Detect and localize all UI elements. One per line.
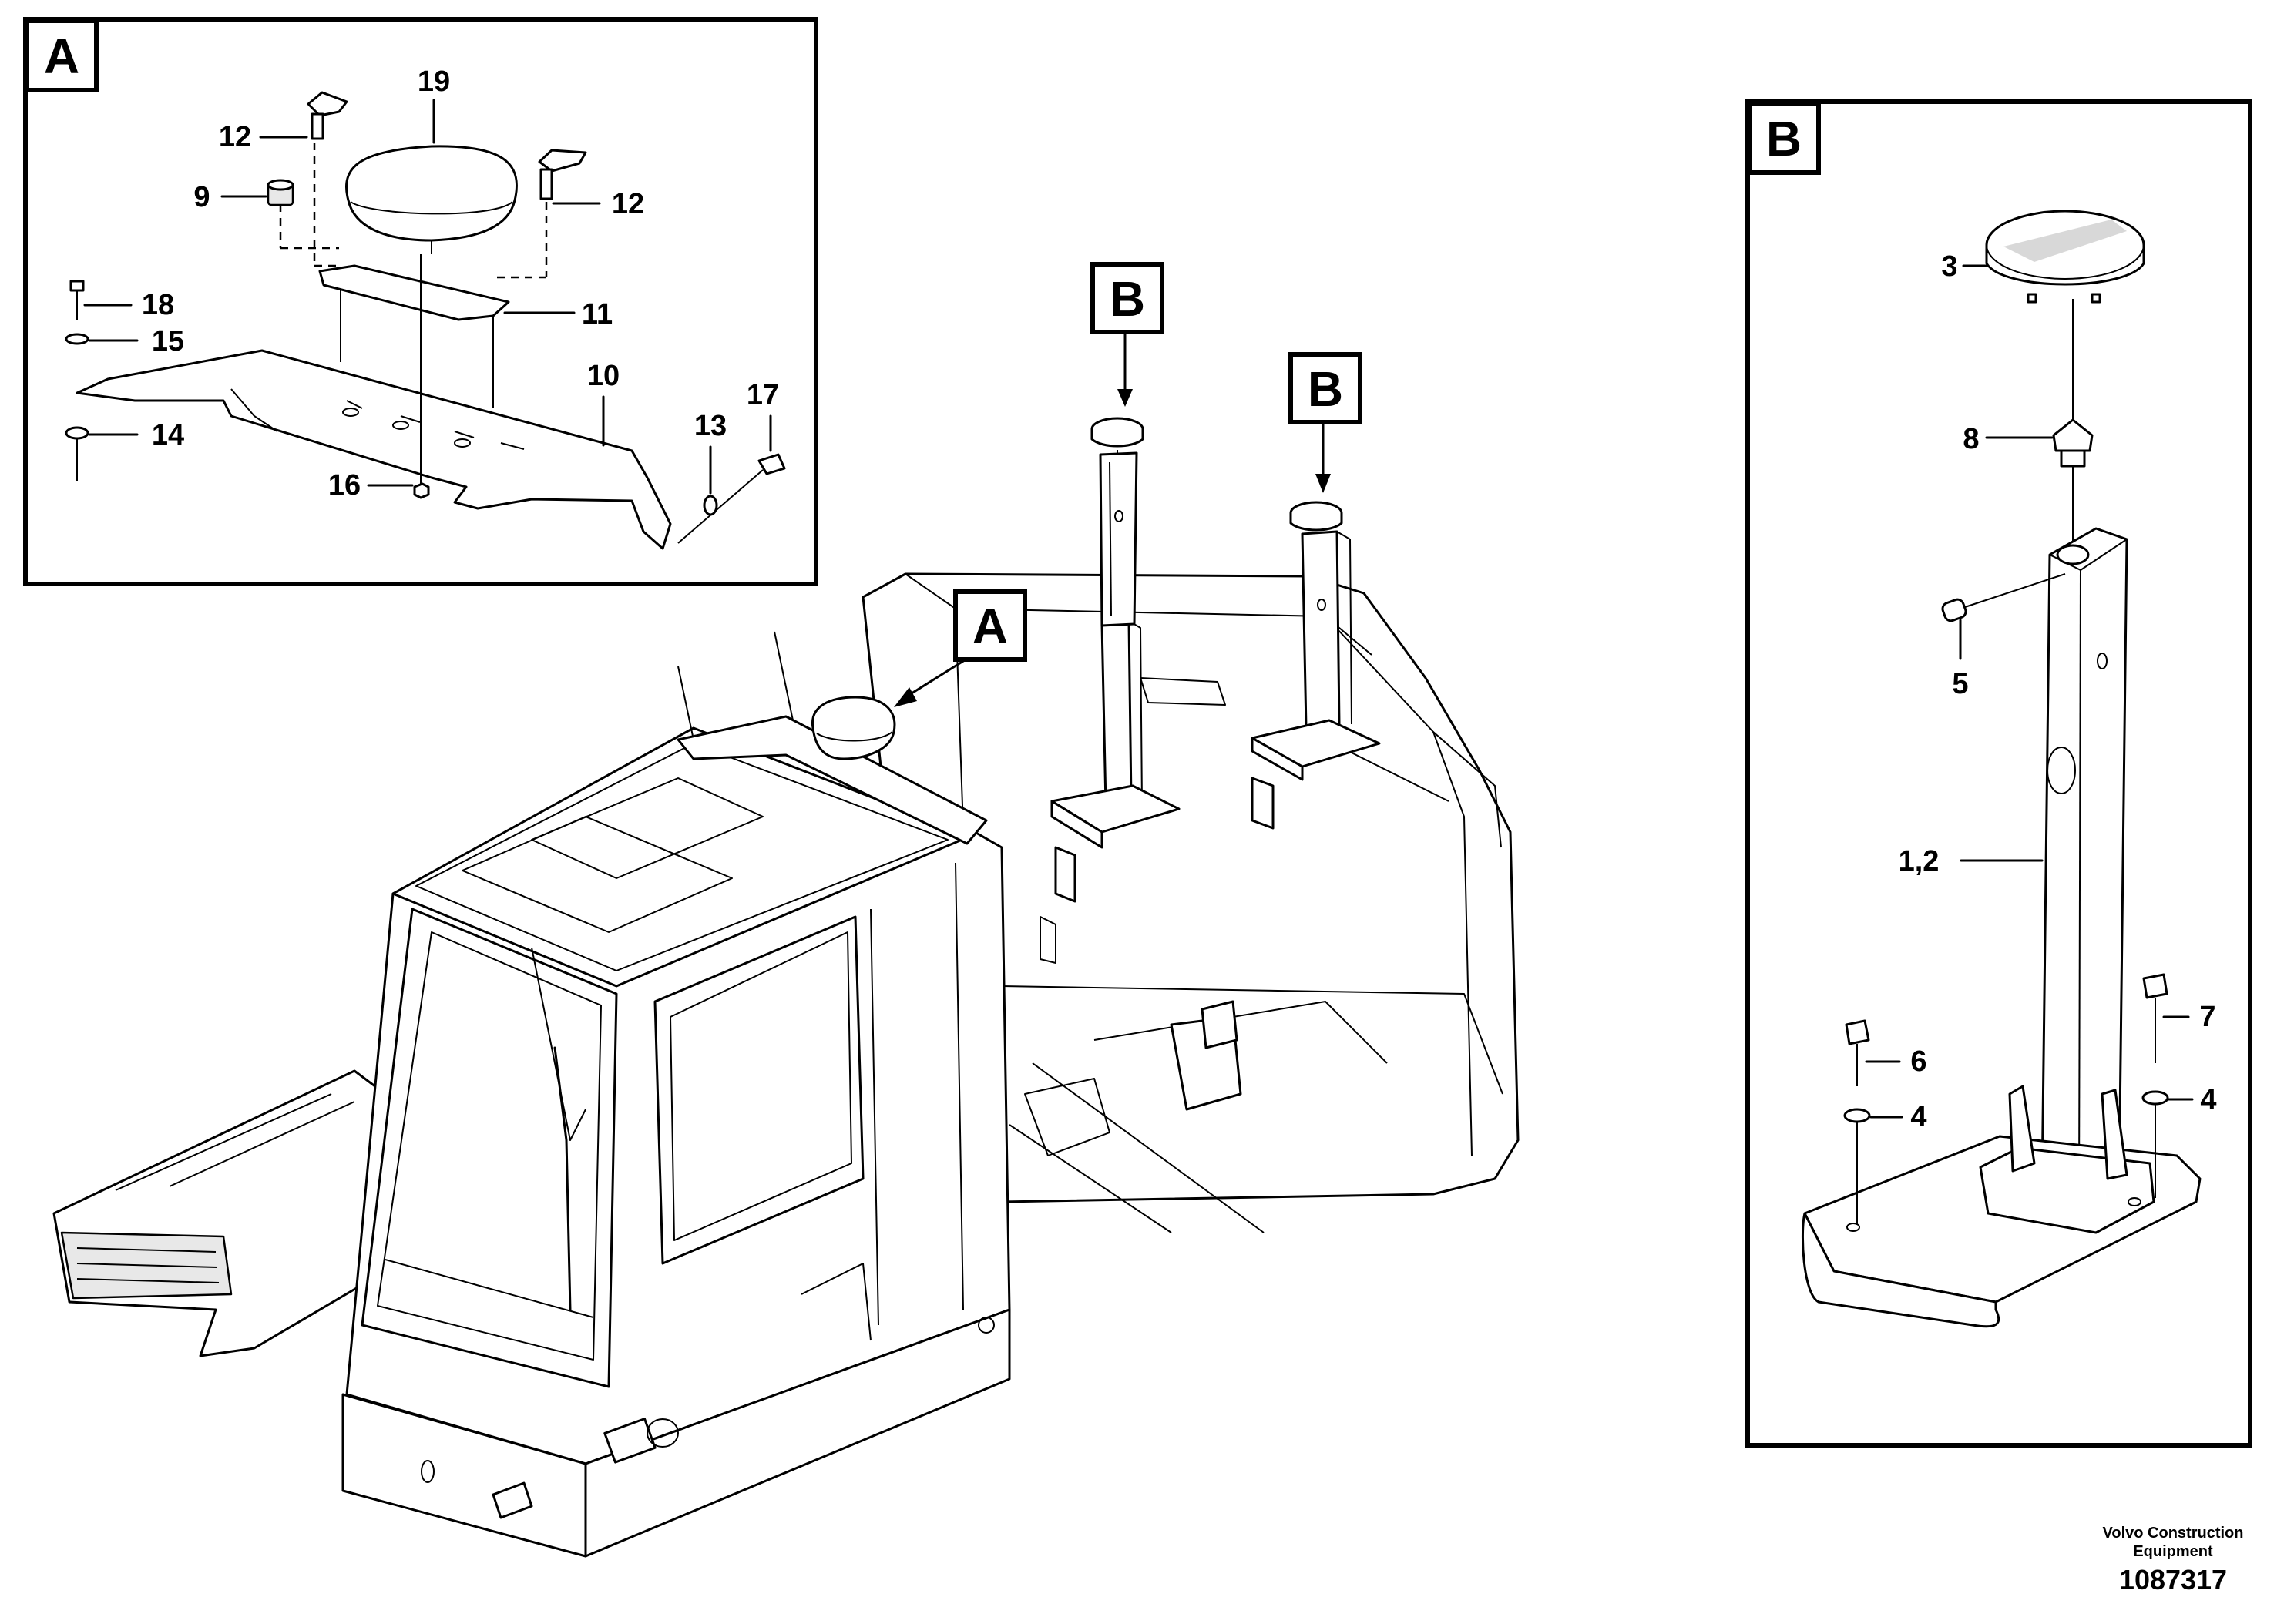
callout-label: 7 <box>2199 1001 2215 1033</box>
clamp-lever-left <box>307 91 348 140</box>
view-pointer-b: B <box>1308 361 1343 417</box>
washer-part-15 <box>65 333 89 345</box>
callout-label: 4 <box>2200 1084 2216 1116</box>
callout-label: 6 <box>1910 1045 1926 1078</box>
detail-a-tag-box <box>25 18 99 92</box>
callout-label: 17 <box>747 379 779 411</box>
callout-label: 18 <box>142 289 174 321</box>
main-assembly-view: B B A <box>52 262 1520 1558</box>
cab-outline <box>341 631 1011 1558</box>
view-pointer-b: B <box>1110 271 1145 327</box>
detail-view-b: B <box>1745 99 2252 1448</box>
detail-view-a: A <box>23 17 818 586</box>
callout-label: 12 <box>219 121 251 153</box>
mast-base-part <box>1801 1085 2202 1328</box>
callout-label: 12 <box>612 188 644 220</box>
callout-label: 3 <box>1941 250 1957 283</box>
washer-part-right <box>2141 1090 2169 1106</box>
drawing-number: 1087317 <box>2118 1564 2228 1595</box>
adapter-part <box>2052 418 2094 547</box>
gnss-mast-left <box>1050 417 1181 903</box>
pointer-arrowhead <box>1117 389 1133 407</box>
gnss-receiver-part <box>1985 210 2145 420</box>
roof-antenna-assembly <box>677 696 988 845</box>
washer-part-left <box>1843 1108 1871 1123</box>
view-pointer-a: A <box>972 599 1008 654</box>
callout-label: 11 <box>582 298 613 331</box>
pointer-arrowhead <box>1315 474 1331 493</box>
callout-label: 8 <box>1963 423 1979 455</box>
view-pointer-b-box <box>1288 352 1362 424</box>
callout-label: 4 <box>1910 1101 1926 1133</box>
view-pointer-b-box <box>1090 262 1164 334</box>
frame-outline <box>1001 916 1503 1233</box>
pointer-line <box>904 657 969 699</box>
bracket-part <box>76 349 672 550</box>
bolt-part-6 <box>1845 1019 1870 1086</box>
view-pointer-a-box <box>953 589 1027 662</box>
detail-b-frame <box>1745 99 2252 1448</box>
callout-label: 19 <box>418 65 450 98</box>
callout-label: 13 <box>694 410 727 442</box>
mounting-plate-part <box>318 264 510 321</box>
washer-part-14 <box>65 426 89 440</box>
antenna-dome-part <box>344 145 519 254</box>
callout-label: 9 <box>193 181 210 213</box>
callout-label: 1,2 <box>1899 845 1940 877</box>
mast-part <box>2040 527 2128 1203</box>
small-nut-part <box>413 482 430 499</box>
bolt-part-7 <box>2142 973 2168 1063</box>
detail-a-tag: A <box>44 29 79 84</box>
callout-label: 14 <box>152 419 184 451</box>
clamp-lever-right <box>538 149 587 200</box>
bolt-part <box>69 280 85 320</box>
callout-label: 15 <box>152 325 184 357</box>
nut-part <box>267 179 294 206</box>
side-bolt-part <box>677 453 786 544</box>
deck-outline <box>52 1069 387 1357</box>
gnss-mast-right <box>1251 501 1381 830</box>
detail-a-frame <box>23 17 818 586</box>
pointer-arrowhead <box>894 687 917 707</box>
callout-label: 16 <box>328 469 361 502</box>
set-screw-part <box>1941 573 2066 622</box>
publisher-label: Volvo Construction Equipment <box>2102 1525 2244 1560</box>
detail-b-tag-box <box>1747 101 1821 175</box>
callout-label: 10 <box>587 360 620 392</box>
detail-b-tag: B <box>1766 111 1802 166</box>
callout-label: 5 <box>1952 668 1968 700</box>
